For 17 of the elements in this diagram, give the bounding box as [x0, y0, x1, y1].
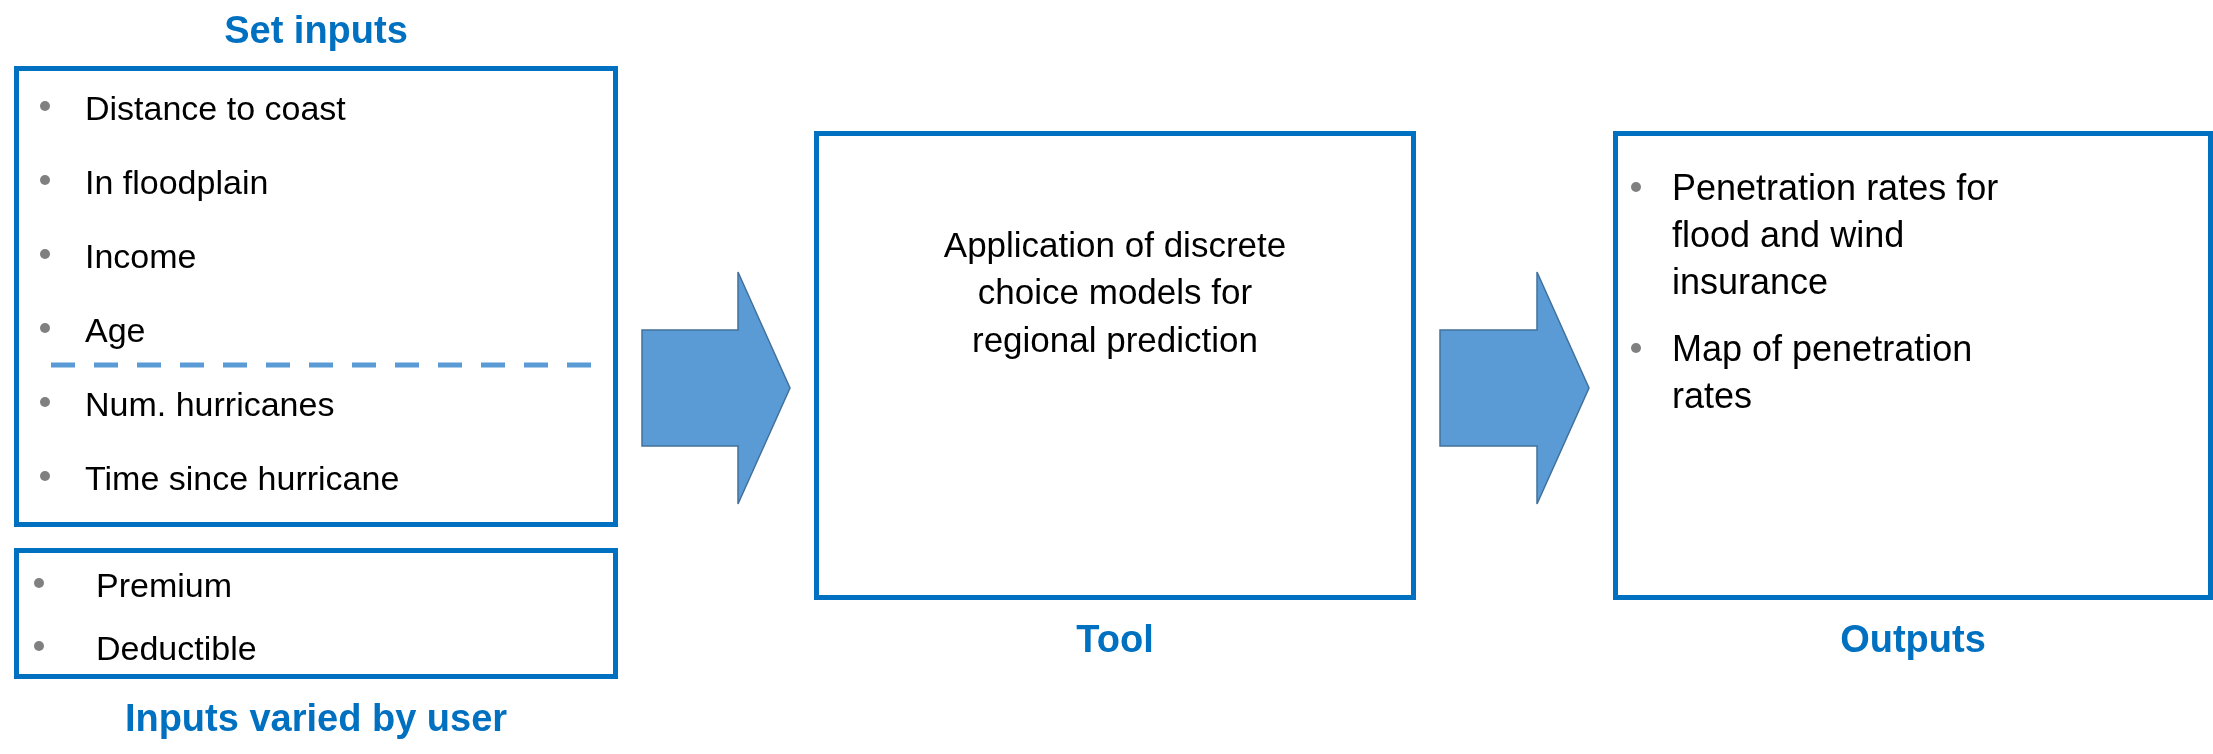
bullet-item: Distance to coast — [85, 88, 346, 129]
bullet-item: Deductible — [96, 627, 257, 669]
process-description: Application of discrete choice models for regional prediction — [942, 224, 1288, 361]
block-arrow — [641, 271, 791, 505]
bullet-item: Time since hurricane — [85, 458, 400, 499]
bullet-item: Penetration rates for flood and wind insurance — [1672, 166, 2000, 304]
section-heading: Inputs varied by user — [124, 697, 508, 740]
section-heading: Set inputs — [224, 9, 408, 52]
section-heading: Outputs — [1840, 618, 1986, 661]
bullet-item: In floodplain — [85, 162, 269, 203]
bullet-item: Map of penetration rates — [1672, 327, 1974, 418]
bullet-item: Income — [85, 236, 197, 277]
bullet-item: Num. hurricanes — [85, 384, 335, 425]
block-arrow — [1439, 271, 1590, 505]
section-heading: Tool — [1076, 618, 1154, 661]
bullet-item: Premium — [96, 564, 233, 606]
bullet-item: Age — [85, 310, 146, 351]
